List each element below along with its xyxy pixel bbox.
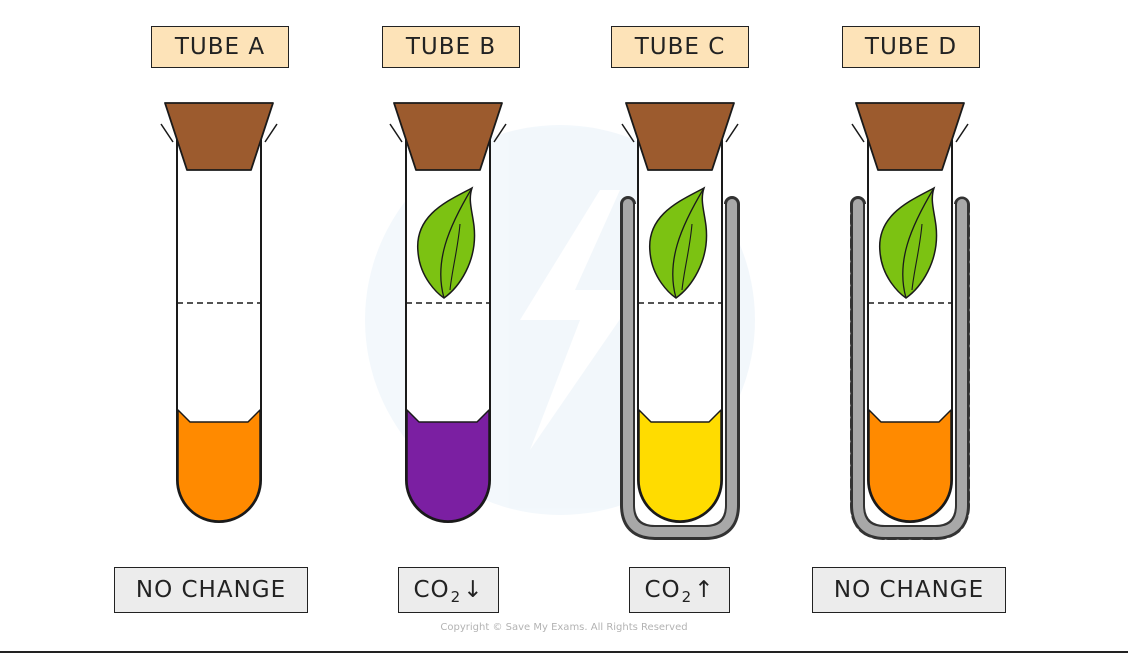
tube-rim-right xyxy=(725,123,739,143)
bottom-rule xyxy=(0,651,1128,653)
result-subscript: 2 xyxy=(450,588,462,606)
tube-a-result: NO CHANGE xyxy=(114,567,308,613)
tube-c xyxy=(620,102,740,540)
tube-b-label: TUBE B xyxy=(382,26,520,68)
down-arrow-icon: ↓ xyxy=(463,577,484,603)
gauze-sleeve xyxy=(853,199,967,537)
tube-b xyxy=(389,102,507,523)
result-text: NO CHANGE xyxy=(833,577,985,603)
leaf-vein xyxy=(902,187,935,299)
result-text: CO xyxy=(644,577,681,603)
tube-d-label: TUBE D xyxy=(842,26,980,68)
tube-rim-right xyxy=(955,123,969,143)
cork-stopper xyxy=(393,102,503,171)
tube-c-label: TUBE C xyxy=(611,26,749,68)
tube-rim-right xyxy=(493,123,507,143)
tube-a-label: TUBE A xyxy=(151,26,289,68)
tube-d-result: NO CHANGE xyxy=(812,567,1006,613)
tube-rim-left xyxy=(389,123,403,143)
indicator-liquid xyxy=(868,409,952,522)
indicator-liquid xyxy=(638,409,722,522)
leaf-vein-minor xyxy=(449,223,461,291)
leaf-vein-minor xyxy=(911,223,923,291)
result-text: NO CHANGE xyxy=(135,577,287,603)
tube-rim-left xyxy=(621,123,635,143)
tube-rim-left xyxy=(851,123,865,143)
leaf-vein xyxy=(440,187,473,299)
indicator-liquid xyxy=(406,409,490,522)
tube-d xyxy=(850,102,970,540)
leaf-vein-minor xyxy=(681,223,693,291)
tube-rim-right xyxy=(264,123,278,143)
copyright-notice: Copyright © Save My Exams. All Rights Re… xyxy=(440,622,688,633)
cork-stopper xyxy=(164,102,274,171)
leaf-vein xyxy=(672,187,705,299)
result-subscript: 2 xyxy=(681,588,693,606)
tube-a xyxy=(160,102,278,523)
cork-stopper xyxy=(625,102,735,171)
indicator-liquid xyxy=(177,409,261,522)
foil-sleeve xyxy=(623,199,737,537)
result-text: CO xyxy=(413,577,450,603)
tube-rim-left xyxy=(160,123,174,143)
cork-stopper xyxy=(855,102,965,171)
up-arrow-icon: ↑ xyxy=(694,577,715,603)
